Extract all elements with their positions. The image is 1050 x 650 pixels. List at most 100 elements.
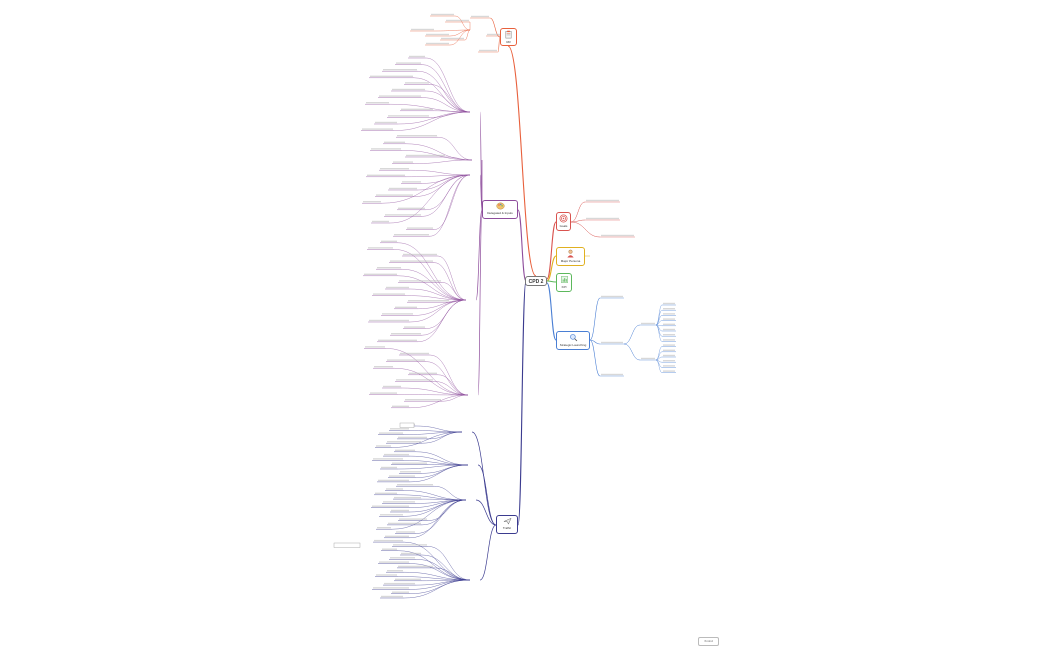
connector-117 bbox=[433, 174, 471, 230]
branch-delegated-label: Delegated & Inputs bbox=[487, 211, 513, 215]
leaf-text-placeholder-258 bbox=[394, 496, 421, 499]
connector-25 bbox=[449, 29, 471, 37]
connector-141 bbox=[441, 282, 467, 301]
branch-strategic-launching[interactable]: Strategic Launching bbox=[556, 331, 590, 350]
connector-392 bbox=[655, 359, 663, 373]
leaf-text-placeholder-131 bbox=[403, 253, 437, 256]
branch-traffic[interactable]: Traffic bbox=[496, 515, 518, 534]
connector-334 bbox=[570, 221, 601, 238]
leaf-text-placeholder-228 bbox=[384, 453, 409, 456]
leaf-text-placeholder-355 bbox=[663, 302, 675, 305]
branch-rr[interactable]: RR bbox=[500, 28, 517, 46]
connector-214 bbox=[427, 431, 463, 440]
leaf-text-placeholder-107 bbox=[363, 201, 381, 203]
leaf-text-placeholder-231 bbox=[373, 458, 403, 460]
branch-kpi[interactable]: KPI bbox=[556, 273, 572, 292]
xmind-badge[interactable]: Xmind bbox=[698, 637, 719, 646]
leaf-text-placeholder-237 bbox=[381, 466, 397, 469]
connector-90 bbox=[409, 170, 471, 176]
leaf-text-placeholder-385 bbox=[663, 354, 675, 357]
leaf-text-placeholder-324 bbox=[392, 591, 409, 593]
branch-delegated-inputs[interactable]: Delegated & Inputs bbox=[482, 200, 518, 219]
leaf-text-placeholder-110 bbox=[398, 207, 425, 209]
leaf-text-placeholder-149 bbox=[373, 293, 405, 295]
leaf-text-placeholder-104 bbox=[376, 194, 413, 196]
leaf-text-placeholder-213 bbox=[379, 432, 403, 434]
leaf-text-placeholder-95 bbox=[367, 174, 405, 176]
connector-171 bbox=[385, 348, 469, 396]
connector-204 bbox=[479, 524, 497, 581]
plane-icon bbox=[502, 517, 512, 525]
connector-174 bbox=[429, 354, 469, 396]
leaf-text-placeholder-65 bbox=[401, 108, 433, 110]
leaf-text-placeholder-30 bbox=[441, 37, 464, 40]
leaf-text-placeholder-101 bbox=[389, 187, 417, 190]
leaf-text-placeholder-170 bbox=[378, 339, 417, 341]
connector-183 bbox=[437, 374, 469, 396]
leaf-text-placeholder-179 bbox=[387, 359, 425, 361]
connector-2 bbox=[517, 280, 527, 526]
leaf-text-placeholder-59 bbox=[379, 95, 421, 97]
connector-144 bbox=[409, 288, 467, 301]
connector-347 bbox=[623, 324, 641, 345]
connector-338 bbox=[589, 297, 601, 341]
leaf-text-placeholder-270 bbox=[380, 514, 403, 516]
leaf-text-placeholder-267 bbox=[391, 509, 409, 512]
connector-13 bbox=[497, 36, 501, 53]
leaf-text-placeholder-291 bbox=[393, 544, 427, 546]
branch-goals[interactable]: Goals bbox=[556, 212, 571, 231]
leaf-text-placeholder-125 bbox=[381, 240, 397, 242]
connector-235 bbox=[397, 464, 469, 470]
connector-120 bbox=[429, 174, 471, 237]
leaf-text-placeholder-340 bbox=[601, 295, 623, 298]
leaf-text-placeholder-47 bbox=[383, 69, 417, 71]
connector-271 bbox=[427, 499, 467, 521]
connector-111 bbox=[421, 174, 471, 217]
connector-16 bbox=[454, 15, 471, 31]
leaf-text-placeholder-388 bbox=[663, 360, 675, 362]
connector-39 bbox=[425, 57, 471, 113]
connector-129 bbox=[437, 255, 467, 301]
branch-persona-label: Major Persona bbox=[560, 259, 581, 263]
connector-105 bbox=[381, 174, 471, 204]
leaf-text-placeholder-143 bbox=[399, 280, 441, 282]
leaf-text-placeholder-21 bbox=[446, 19, 469, 22]
leaf-text-placeholder-9 bbox=[471, 15, 489, 18]
connector-5 bbox=[546, 280, 557, 283]
leaf-text-placeholder-336 bbox=[601, 234, 634, 237]
leaf-text-placeholder-376 bbox=[663, 339, 675, 341]
leaf-text-placeholder-173 bbox=[365, 346, 385, 348]
connector-72 bbox=[393, 111, 471, 131]
leaf-text-placeholder-261 bbox=[383, 501, 415, 503]
leaf-text-placeholder-361 bbox=[663, 313, 675, 315]
connector-45 bbox=[417, 71, 471, 113]
connector-344 bbox=[589, 339, 601, 377]
root-node[interactable]: CPD 2 bbox=[525, 276, 547, 286]
connector-138 bbox=[397, 275, 467, 301]
leaf-text-placeholder-161 bbox=[369, 319, 409, 322]
connector-37 bbox=[475, 209, 483, 301]
leaf-text-placeholder-210 bbox=[390, 428, 409, 430]
leaf-text-placeholder-98 bbox=[402, 181, 421, 183]
branch-major-persona[interactable]: Major Persona bbox=[556, 247, 585, 266]
connector-38 bbox=[477, 209, 483, 396]
connector-353 bbox=[655, 304, 663, 326]
connector-203 bbox=[475, 499, 497, 526]
leaf-text-placeholder-370 bbox=[663, 328, 675, 331]
leaf-text-placeholder-285 bbox=[385, 535, 409, 537]
connector-304 bbox=[433, 567, 471, 581]
leaf-text-placeholder-44 bbox=[396, 62, 421, 64]
leaf-text-placeholder-50 bbox=[370, 75, 413, 77]
leaf-text-placeholder-167 bbox=[391, 333, 421, 335]
connector-374 bbox=[655, 324, 663, 342]
connector-lines bbox=[381, 15, 663, 599]
connector-202 bbox=[477, 464, 497, 526]
connector-168 bbox=[417, 299, 467, 342]
leaf-text-placeholder-246 bbox=[378, 479, 409, 482]
connector-283 bbox=[409, 499, 467, 538]
leaf-text-placeholder-333 bbox=[586, 217, 619, 220]
badge-label: Xmind bbox=[704, 639, 713, 643]
leaf-text-placeholder-134 bbox=[390, 260, 433, 262]
chart-icon bbox=[560, 276, 568, 283]
person-icon bbox=[567, 249, 574, 258]
